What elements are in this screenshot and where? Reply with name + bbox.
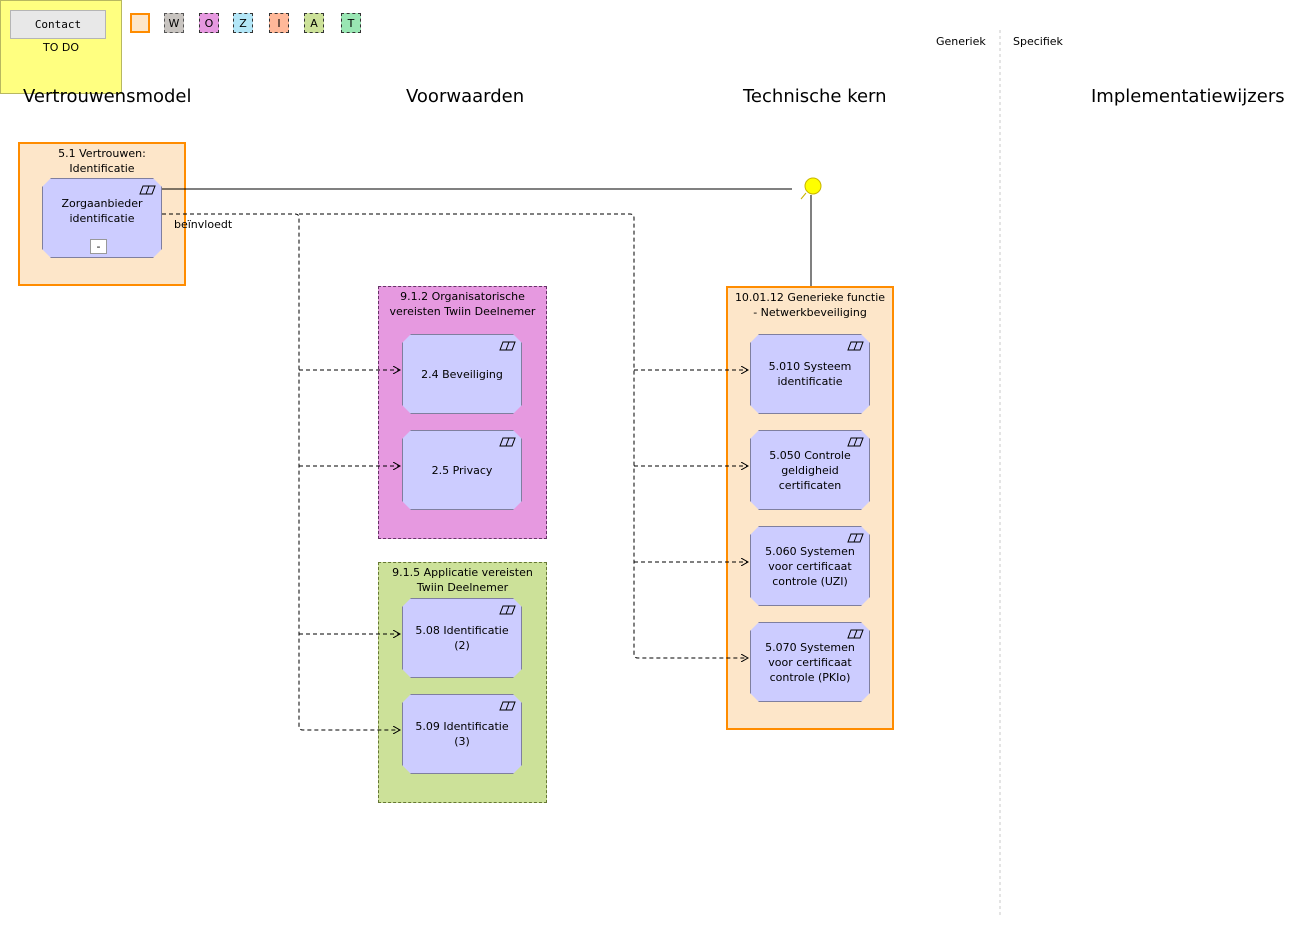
- node-label: 5.09 Identificatie (3): [415, 720, 509, 748]
- header-vertrouwensmodel: Vertrouwensmodel: [23, 86, 192, 107]
- todo-label: TO DO: [42, 40, 79, 54]
- legend-swatch[interactable]: [130, 13, 150, 33]
- header-technische-kern: Technische kern: [743, 86, 887, 107]
- influence-relation[interactable]: [162, 213, 400, 730]
- node-privacy[interactable]: 2.5 Privacy: [402, 430, 522, 510]
- node-label: 5.050 Controle geldigheid certificaten: [769, 448, 851, 492]
- node-label: 2.4 Beveiliging: [421, 367, 503, 381]
- legend-swatch[interactable]: I: [269, 13, 289, 33]
- group-title: 9.1.2 Organisatorische vereisten Twiin D…: [389, 290, 536, 318]
- group-title: 5.1 Vertrouwen: Identificatie: [58, 147, 146, 175]
- node-label: 5.060 Systemen voor certificaat controle…: [765, 544, 855, 588]
- junction-stem: [800, 192, 807, 200]
- column-label-generiek: Generiek: [936, 35, 986, 48]
- header-implementatiewijzers: Implementatiewijzers: [1091, 86, 1285, 107]
- junction-icon[interactable]: [804, 177, 822, 195]
- collapse-toggle[interactable]: -: [90, 239, 107, 254]
- node-label: 5.08 Identificatie (2): [415, 624, 509, 652]
- header-voorwaarden: Voorwaarden: [406, 86, 525, 107]
- node-label: 5.010 Systeem identificatie: [768, 360, 852, 388]
- legend-swatch[interactable]: O: [199, 13, 219, 33]
- legend-swatch[interactable]: Z: [233, 13, 253, 33]
- contact-button[interactable]: Contact: [10, 10, 106, 39]
- node-label: 2.5 Privacy: [431, 463, 493, 477]
- node-label: 5.070 Systemen voor certificaat controle…: [765, 640, 855, 684]
- group-title: 9.1.5 Applicatie vereisten Twiin Deelnem…: [392, 566, 533, 594]
- influence-relation[interactable]: [299, 213, 748, 658]
- node-label: Zorgaanbieder identificatie: [61, 197, 143, 225]
- group-title: 10.01.12 Generieke functie - Netwerkbeve…: [734, 291, 886, 319]
- column-label-specifiek: Specifiek: [1013, 35, 1063, 48]
- legend-swatch[interactable]: T: [341, 13, 361, 33]
- legend-swatch[interactable]: W: [164, 13, 184, 33]
- relation-label: beïnvloedt: [174, 218, 233, 231]
- legend-swatch[interactable]: A: [304, 13, 324, 33]
